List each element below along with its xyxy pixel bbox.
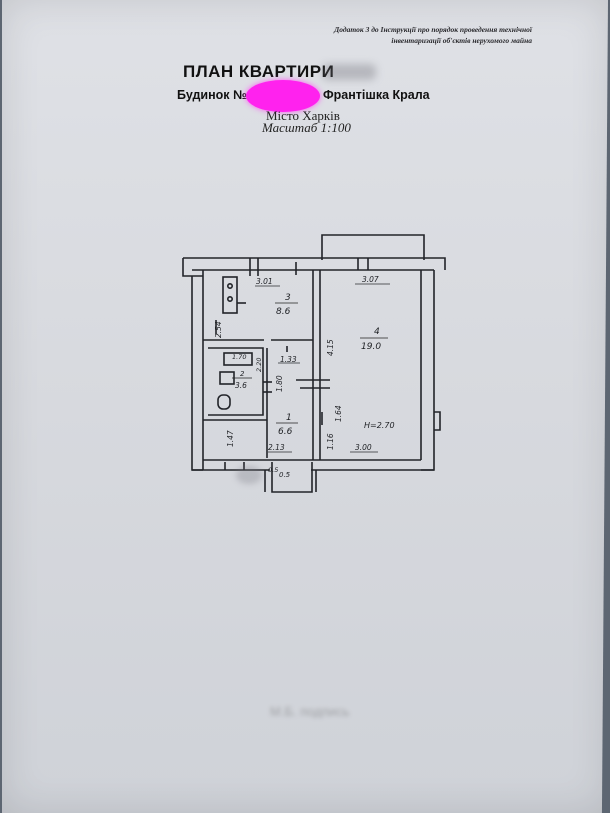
room-2-number: 2 bbox=[240, 370, 245, 378]
smudge bbox=[236, 466, 262, 484]
ceiling-height: H=2.70 bbox=[364, 421, 395, 430]
city-name: Місто Харків bbox=[266, 108, 340, 123]
dim-hall-height: 1.47 bbox=[226, 430, 235, 447]
redaction-mark bbox=[246, 80, 320, 112]
dim-door: 1.64 bbox=[334, 405, 343, 422]
building-label: Будинок № bbox=[177, 88, 247, 102]
room-4-number: 4 bbox=[374, 327, 380, 337]
dim-room-width: 3.07 bbox=[362, 275, 379, 284]
dimension-lines bbox=[255, 283, 390, 453]
plan-title: ПЛАН КВАРТИРИ bbox=[183, 62, 335, 81]
room-labels: 3 8.6 4 19.0 2 3.6 4 1 6.6 0.5 bbox=[232, 293, 388, 479]
dim-corridor-width: 1.33 bbox=[280, 355, 297, 364]
building-line: Будинок № Франтішка Крала bbox=[177, 88, 430, 102]
scale-label: Масштаб 1:100 bbox=[262, 120, 351, 135]
dim-room-bottom: 3.00 bbox=[355, 443, 372, 452]
dim-corridor-depth: 1.80 bbox=[275, 375, 284, 392]
street-name: Франтішка Крала bbox=[323, 88, 430, 102]
dim-closet: 0.5 bbox=[268, 466, 278, 474]
room-3-number: 3 bbox=[285, 293, 291, 303]
dim-hall-width: 2.13 bbox=[268, 443, 285, 452]
dimension-labels: 3.01 3.07 2.54 4.15 1.33 1.70 2.20 1.80 … bbox=[214, 275, 395, 474]
dim-kitchen-depth: 2.54 bbox=[214, 321, 223, 338]
closet-area: 0.5 bbox=[279, 471, 291, 479]
title-blur-redaction bbox=[322, 64, 376, 80]
dim-kitchen-width: 3.01 bbox=[256, 277, 273, 286]
room-3-area: 8.6 bbox=[276, 307, 291, 317]
dim-wall-side: 1.16 bbox=[326, 433, 335, 450]
dim-bath-width: 1.70 bbox=[232, 353, 246, 361]
plan-walls bbox=[182, 234, 446, 493]
appendix-note: Додаток 3 до Інструкції про порядок пров… bbox=[334, 25, 532, 45]
room-2-area: 3.6 bbox=[235, 381, 247, 390]
room-1-number-text: 1 bbox=[286, 413, 292, 423]
room-4-area: 19.0 bbox=[361, 342, 381, 352]
dim-bath-height: 2.20 bbox=[255, 358, 263, 372]
faded-footer-text: М.Б. подпись bbox=[270, 704, 350, 719]
dim-room-side: 4.15 bbox=[326, 339, 335, 356]
room-1-area: 6.6 bbox=[278, 427, 293, 437]
